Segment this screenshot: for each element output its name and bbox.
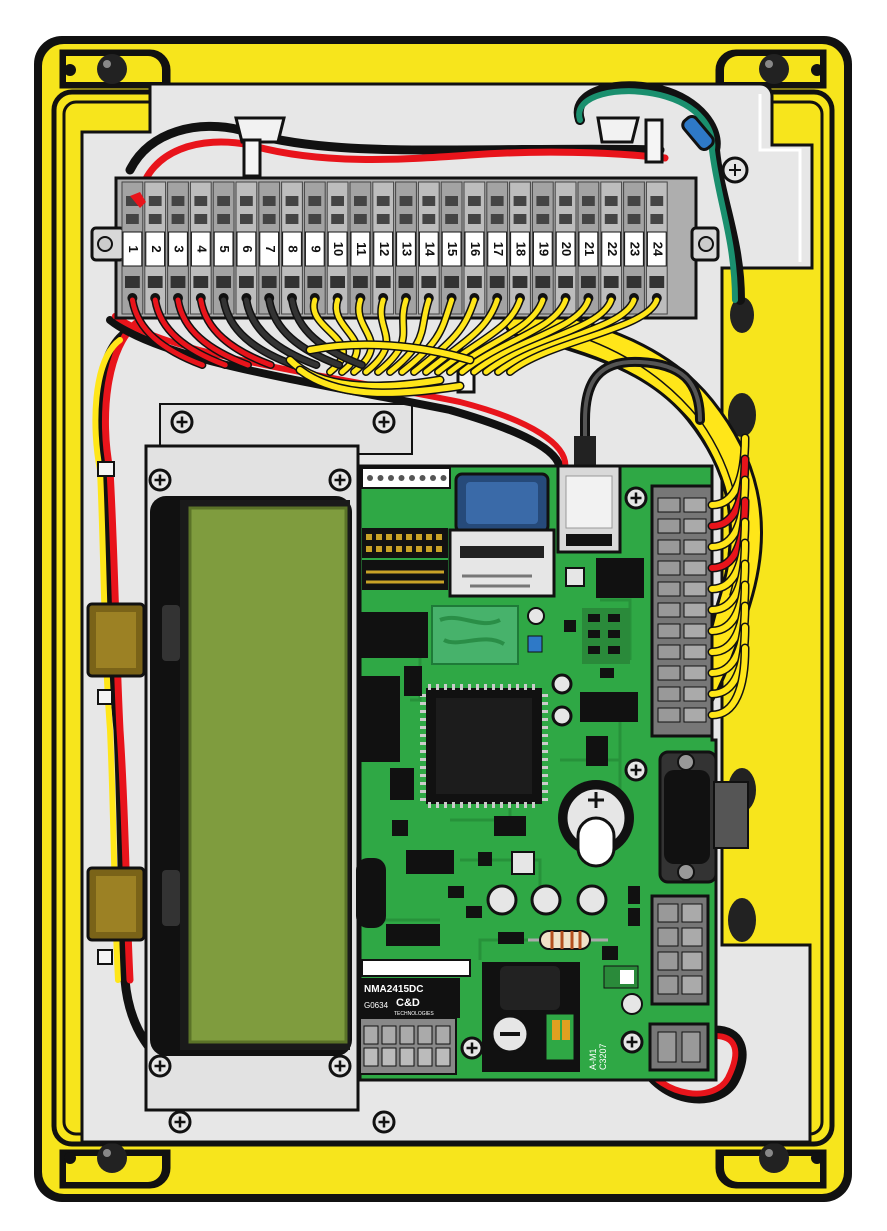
ring-terminal-icon	[681, 115, 749, 184]
terminal-label: 21	[582, 242, 597, 256]
ferrite-icon	[86, 602, 146, 965]
dcdc-code-label: G0634	[364, 1001, 389, 1010]
connector-wires	[707, 433, 750, 720]
terminal-label: 20	[559, 242, 574, 256]
corner-screw-icon	[64, 54, 823, 1173]
dcdc-brand-sub-label: TECHNOLOGIES	[394, 1011, 434, 1017]
lcd-screen	[188, 506, 348, 1044]
screw-icon	[148, 1054, 172, 1078]
usb-connector-icon	[556, 436, 622, 554]
terminal-label: 9	[308, 245, 323, 252]
resistor-icon	[528, 930, 608, 950]
terminal-label: 10	[331, 242, 346, 256]
capacitor-icon	[486, 884, 518, 916]
screw-icon	[624, 486, 648, 510]
coin-battery-icon	[558, 780, 634, 868]
terminal-label: 24	[650, 242, 665, 257]
screw-icon	[168, 1110, 192, 1134]
terminal-label: 5	[217, 245, 232, 252]
terminal-label: 7	[263, 245, 278, 252]
screw-icon	[148, 468, 172, 492]
screw-icon	[328, 1054, 352, 1078]
terminal-label: 11	[354, 242, 369, 256]
db9-connector-icon	[658, 750, 749, 884]
dcdc-module: NMA2415DC G0634 C&D TECHNOLOGIES	[359, 978, 460, 1075]
screw-icon	[460, 1036, 484, 1060]
capacitor-icon	[576, 884, 608, 916]
screw-icon	[372, 1110, 396, 1134]
terminal-label: 4	[194, 245, 209, 253]
terminal-label: 13	[400, 242, 415, 256]
terminal-label: 1	[126, 245, 141, 252]
terminal-label: 14	[422, 242, 437, 257]
screw-icon	[624, 758, 648, 782]
lcd-module	[144, 444, 360, 1112]
dcdc-part-label: NMA2415DC	[364, 984, 423, 995]
terminal-label: 17	[491, 242, 506, 256]
terminal-connector	[648, 484, 714, 1072]
pcb-code-label: C3207	[598, 1043, 608, 1070]
terminal-label: 19	[536, 242, 551, 256]
yellow-wire-fan	[128, 296, 661, 398]
capacitor-icon	[551, 705, 573, 727]
terminal-label: 8	[286, 245, 301, 252]
main-pcb: NMA2415DC G0634 C&D TECHNOLOGIES A-M1 C3…	[356, 436, 749, 1082]
screw-icon	[620, 1030, 644, 1054]
terminal-label: 15	[445, 242, 460, 256]
dcdc-brand-label: C&D	[396, 997, 420, 1009]
screw-icon	[372, 410, 396, 434]
capacitor-icon	[530, 884, 562, 916]
terminal-label: 18	[514, 242, 529, 256]
terminal-label: 3	[172, 245, 187, 252]
terminal-label: 2	[149, 245, 164, 252]
screw-icon	[170, 410, 194, 434]
terminal-label: 16	[468, 242, 483, 256]
terminal-label: 23	[628, 242, 643, 256]
sd-card-slot-icon	[448, 472, 556, 598]
capacitor-icon	[551, 673, 573, 695]
screw-icon	[328, 468, 352, 492]
terminal-label: 6	[240, 245, 255, 252]
terminal-label: 12	[377, 242, 392, 256]
terminal-label: 22	[605, 242, 620, 256]
pcb-rev-label: A-M1	[588, 1048, 598, 1070]
